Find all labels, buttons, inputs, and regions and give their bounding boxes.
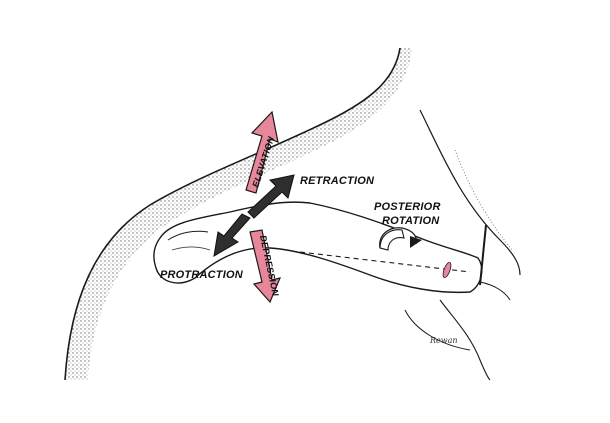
retraction-arrow: [247, 174, 295, 219]
retraction-label: RETRACTION: [300, 175, 375, 187]
shoulder-contour: [64, 47, 401, 381]
acromion-detail-2: [171, 246, 211, 251]
neck-contour: [419, 109, 521, 276]
retraction-arrow-shape: [247, 174, 295, 219]
rotation-axis-line: [299, 251, 471, 273]
posterior-rotation-arrow: [379, 227, 422, 251]
protraction-arrow-shape: [213, 213, 251, 257]
sc-joint-pin: [479, 224, 487, 286]
manubrium-contour: [479, 281, 511, 301]
acromion-detail: [167, 230, 209, 241]
depression-arrow-shape: [249, 229, 282, 304]
chest-contour: [439, 299, 491, 381]
protraction-label: PROTRACTION: [160, 269, 244, 281]
sternal-marker: [442, 262, 452, 278]
artist-signature: Rewan: [429, 336, 458, 345]
neck-stipple: [454, 149, 513, 251]
shoulder-shading: [65, 48, 412, 380]
elevation-arrow-shape: [245, 110, 279, 194]
protraction-arrow: [213, 213, 251, 257]
shoulder-body-outline: [64, 47, 521, 381]
posterior-rotation-label-line1: POSTERIOR: [374, 201, 441, 213]
rotation-arrowhead: [410, 236, 422, 248]
rib-contour: [404, 309, 471, 351]
posterior-rotation-label-line2: ROTATION: [382, 215, 440, 227]
rotation-arrow-band: [379, 229, 405, 251]
